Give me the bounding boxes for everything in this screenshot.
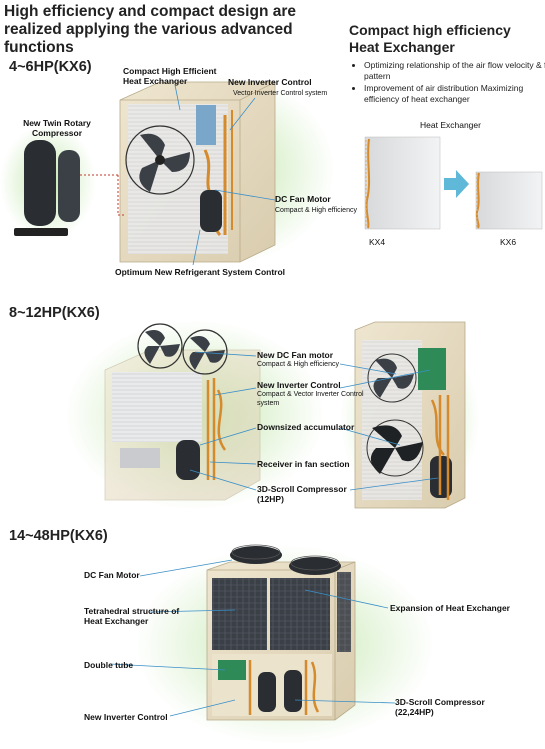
expansion-heat-exchanger-label: Expansion of Heat Exchanger: [390, 603, 510, 613]
kx4-label: KX4: [369, 237, 386, 247]
mid-fan-motor-sublabel: Compact & High efficiency: [257, 361, 339, 368]
receiver-label: Receiver in fan section: [257, 459, 350, 469]
small-fan-motor-label: DC Fan Motor: [275, 194, 331, 204]
section-mid-title: 8~12HP(KX6): [9, 305, 100, 321]
mid-fan-motor-label: New DC Fan motor: [257, 350, 334, 360]
section-large-title: 14~48HP(KX6): [9, 528, 108, 544]
accumulator-label: Downsized accumulator: [257, 422, 355, 432]
kx4-heat-exchanger-panel: [364, 136, 441, 230]
mid-unit-illustration: [65, 320, 325, 510]
section-small-title: 4~6HP(KX6): [9, 59, 92, 75]
large-compressor-label: 3D-Scroll Compressor (22,24HP): [395, 697, 485, 717]
small-unit-illustration: [115, 75, 335, 265]
large-inverter-label: New Inverter Control: [84, 712, 168, 722]
small-inverter-label: New Inverter Control: [228, 77, 312, 87]
kx6-heat-exchanger-panel: [475, 171, 543, 230]
large-unit-leader-lines: [109, 559, 396, 717]
mid-inverter-label: New Inverter Control: [257, 380, 341, 390]
twin-rotary-compressor-illustration: [0, 124, 124, 240]
mid-unit-leader-lines: [189, 351, 439, 491]
double-tube-label: Double tube: [84, 660, 134, 670]
compact-heat-exchanger-label: Compact High Efficient Heat Exchanger: [123, 66, 217, 86]
heat-exchanger-bullet-2: Improvement of air distribution Maximizi…: [364, 83, 545, 104]
small-fan-motor-sublabel: Compact & High efficiency: [275, 207, 357, 214]
kx6-label: KX6: [500, 237, 517, 247]
twin-rotary-compressor-label: New Twin Rotary Compressor: [23, 118, 91, 138]
large-unit-illustration: [135, 544, 435, 745]
heat-exchanger-bullet-1: Optimizing relationship of the air flow …: [364, 60, 545, 81]
mid-compressor-label: 3D-Scroll Compressor (12HP): [257, 484, 347, 504]
mid-unit-cutaway-illustration: [340, 321, 480, 510]
mid-inverter-sublabel: Compact & Vector Inverter Control system: [257, 391, 364, 407]
heat-exchanger-bullets: Optimizing relationship of the air flow …: [354, 60, 545, 106]
small-unit-leader-lines: [174, 84, 276, 266]
large-fan-motor-label: DC Fan Motor: [84, 570, 140, 580]
heat-exchanger-title: Compact high efficiency Heat Exchanger: [349, 22, 511, 55]
heat-exchanger-diagram-label: Heat Exchanger: [420, 120, 481, 130]
arrow-icon: [444, 170, 469, 198]
small-inverter-sublabel: Vector Inverter Control system: [233, 90, 328, 97]
refrigerant-control-label: Optimum New Refrigerant System Control: [115, 267, 286, 277]
page-title: High efficiency and compact design are r…: [4, 3, 296, 56]
tetrahedral-structure-label: Tetrahedral structure of Heat Exchanger: [84, 606, 180, 626]
